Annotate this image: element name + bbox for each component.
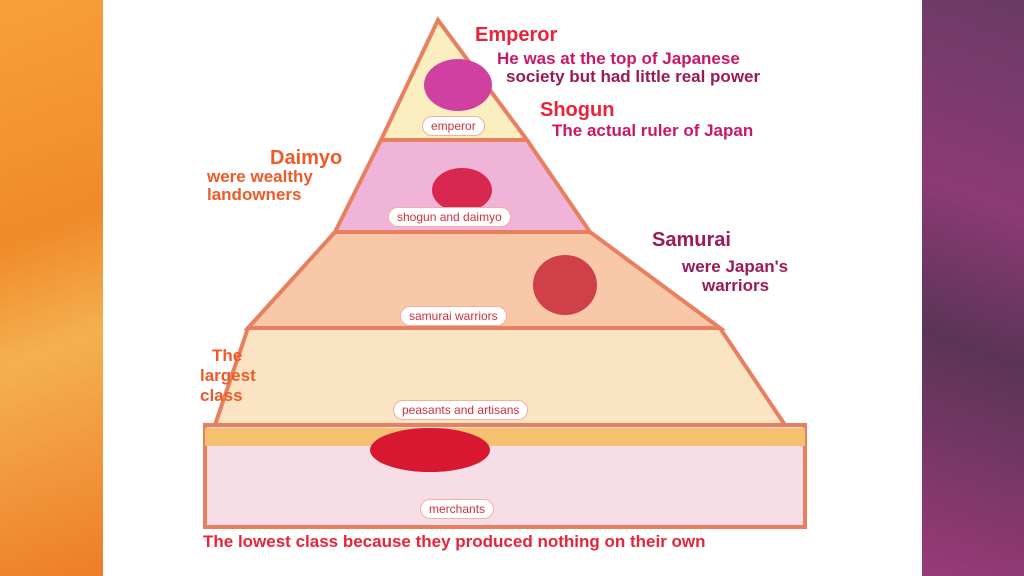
label-emperor: emperor bbox=[422, 116, 485, 136]
emperor-desc-2: society but had little real power bbox=[506, 67, 761, 86]
shogun-figure bbox=[432, 168, 492, 212]
emperor-figure bbox=[424, 59, 492, 111]
daimyo-desc-2: landowners bbox=[207, 185, 302, 204]
parasol bbox=[370, 428, 490, 472]
buddha-statue bbox=[533, 255, 597, 315]
daimyo-desc-1: were wealthy bbox=[207, 167, 313, 186]
label-samurai: samurai warriors bbox=[400, 306, 507, 326]
samurai-title: Samurai bbox=[652, 229, 731, 251]
shogun-desc: The actual ruler of Japan bbox=[552, 121, 754, 140]
label-merchants: merchants bbox=[420, 499, 495, 519]
label-shogun-daimyo: shogun and daimyo bbox=[388, 207, 511, 227]
peasants-desc-1: The bbox=[212, 346, 243, 365]
daimyo-title: Daimyo bbox=[270, 147, 343, 169]
samurai-desc-1: were Japan's bbox=[682, 257, 789, 276]
peasants-desc-3: class bbox=[200, 386, 243, 405]
merchants-desc: The lowest class because they produced n… bbox=[203, 532, 706, 551]
right-decorative-panel bbox=[922, 0, 1024, 576]
samurai-desc-2: warriors bbox=[702, 276, 770, 295]
merchants-roof-beam bbox=[205, 428, 805, 446]
left-decorative-panel bbox=[0, 0, 103, 576]
emperor-title: Emperor bbox=[475, 24, 558, 46]
label-peasants: peasants and artisans bbox=[393, 400, 529, 420]
peasants-desc-2: largest bbox=[200, 366, 256, 385]
emperor-desc-1: He was at the top of Japanese bbox=[497, 49, 740, 68]
shogun-title: Shogun bbox=[540, 99, 615, 121]
